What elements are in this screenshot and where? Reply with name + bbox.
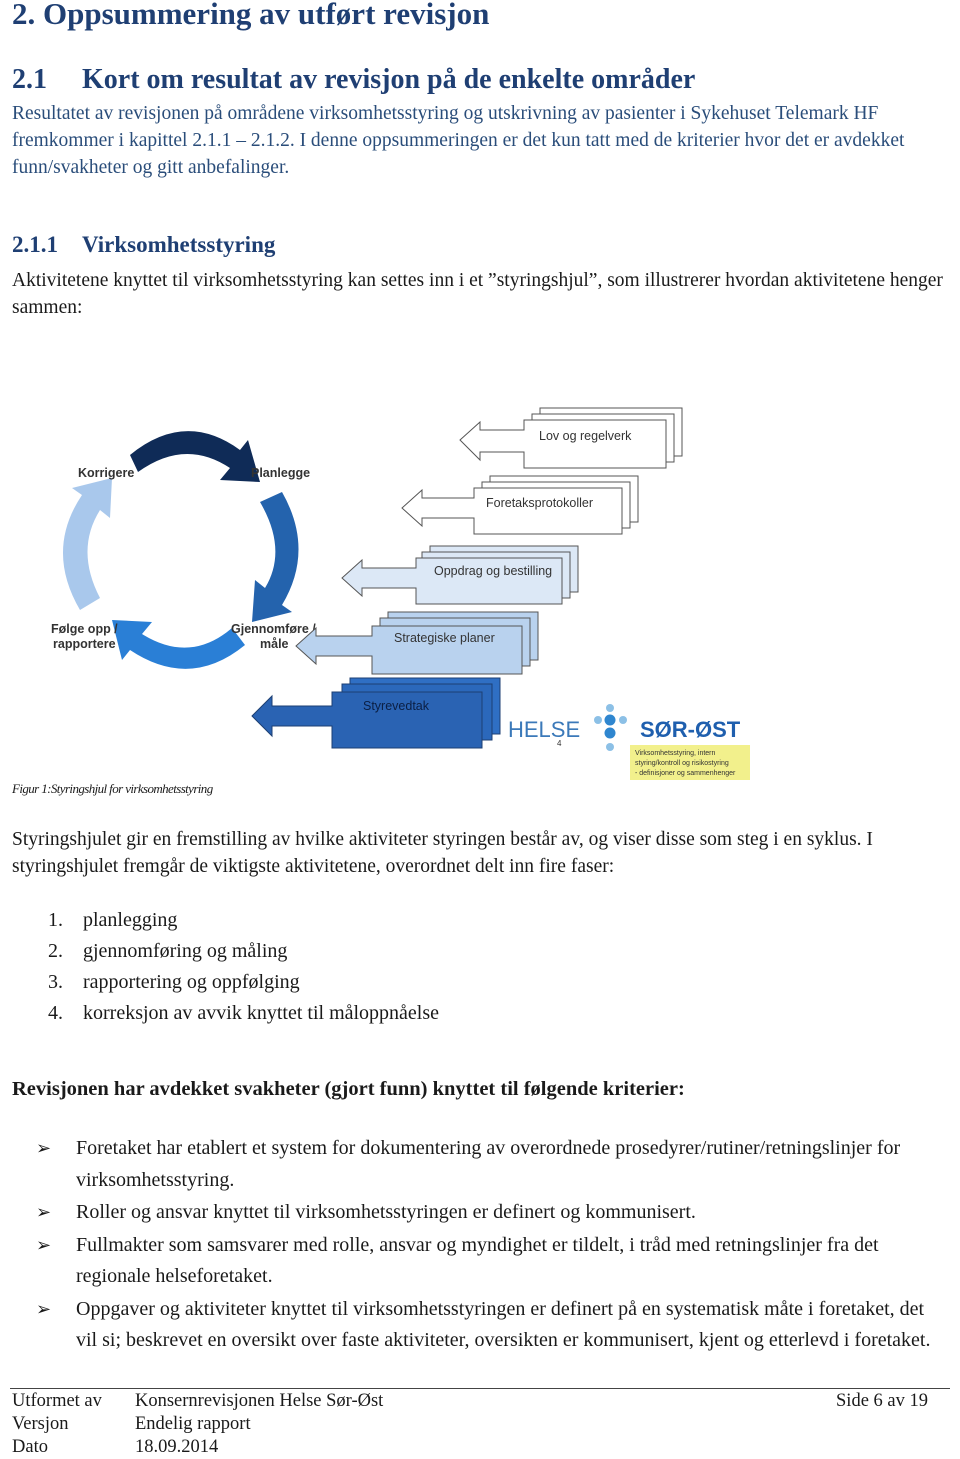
phase-list: 1.planlegging 2.gjennomføring og måling … <box>48 905 439 1029</box>
styringshjul-figure: Korrigere Planlegge Følge opp / rapporte… <box>20 400 760 790</box>
label-folge-opp-2: rapportere <box>53 637 116 651</box>
step-label: Styrevedtak <box>363 699 430 713</box>
section-title: Kort om resultat av revisjon på de enkel… <box>82 64 696 95</box>
step-lov-og-regelverk: Lov og regelverk <box>459 407 683 469</box>
wheel-paragraph: Styringshjulet gir en fremstilling av hv… <box>12 829 873 877</box>
note-box <box>630 745 750 780</box>
label-gjennomfore-2: måle <box>260 637 289 651</box>
logo-helse: HELSE <box>508 717 580 742</box>
footer-value: 18.09.2014 <box>135 1437 219 1457</box>
step-strategiske-planer: Strategiske planer <box>295 611 539 675</box>
item-text: planlegging <box>83 909 178 931</box>
item-text: korreksjon av avvik knyttet til måloppnå… <box>83 1002 440 1024</box>
footer-label: Utformet av <box>12 1391 102 1411</box>
list-item: 2. gjennomføring og måling <box>48 936 439 967</box>
item-number: 4. <box>48 1002 63 1024</box>
arrow-bullet-icon: ➢ <box>36 1138 52 1159</box>
list-item: 3. rapportering og oppfølging <box>48 967 439 998</box>
page-footer: Utformet av Konsernrevisjonen Helse Sør-… <box>12 1390 948 1459</box>
planlegge-arrow <box>130 431 260 482</box>
step-label: Lov og regelverk <box>539 429 632 443</box>
list-item: 1. planlegging <box>48 905 439 936</box>
styring-paragraph: Aktivitetene knyttet til virksomhetsstyr… <box>12 270 943 318</box>
step-label: Strategiske planer <box>394 631 495 645</box>
logo-dots-icon <box>594 704 627 751</box>
label-korrigere: Korrigere <box>78 466 134 480</box>
logo-sor-ost: SØR-ØST <box>640 717 741 742</box>
label-gjennomfore-1: Gjennomføre / <box>231 622 316 636</box>
footer-divider <box>10 1388 950 1389</box>
page-heading: 2. Oppsummering av utført revisjon <box>12 0 490 31</box>
item-number: 1. <box>48 909 63 931</box>
item-number: 3. <box>48 971 63 993</box>
logo-small-number: 4 <box>557 739 562 748</box>
list-item: 4. korreksjon av avvik knyttet til målopp… <box>48 998 439 1029</box>
note-line-1: Virksomhetsstyring, intern <box>635 750 716 757</box>
item-text: Fullmakter som samsvarer med rolle, ansv… <box>76 1233 879 1288</box>
korrigere-arrow <box>62 478 112 610</box>
note-line-2: styring/kontroll og risikostyring <box>635 760 729 767</box>
footer-row-versjon: Versjon Endelig rapport <box>12 1413 948 1436</box>
step-oppdrag-og-bestilling: Oppdrag og bestilling <box>341 545 579 605</box>
section-number: 2.1 <box>12 64 47 95</box>
note-line-3: - definisjoner og sammenhenger <box>635 770 736 777</box>
arrow-bullet-icon: ➢ <box>36 1234 52 1256</box>
item-text: Oppgaver og aktiviteter knyttet til virk… <box>76 1297 931 1352</box>
list-item: ➢ Foretaket har etablert et system for do… <box>36 1133 948 1196</box>
list-item: ➢ Roller og ansvar knyttet til virksomhet… <box>36 1197 948 1229</box>
gjennomfore-arrow <box>252 492 299 622</box>
subsection-heading: 2.1.1 Virksomhetsstyring <box>12 232 275 258</box>
label-planlegge: Planlegge <box>251 466 310 480</box>
item-number: 2. <box>48 940 63 962</box>
footer-row-dato: Dato 18.09.2014 <box>12 1436 948 1459</box>
label-folge-opp-1: Følge opp / <box>51 622 118 636</box>
footer-label: Dato <box>12 1437 48 1457</box>
section-heading: 2.1 Kort om resultat av revisjon på de en… <box>12 64 695 96</box>
item-text: gjennomføring og måling <box>83 940 288 962</box>
footer-value: Konsernrevisjonen Helse Sør-Øst <box>135 1391 384 1411</box>
styringshjul-diagram: Korrigere Planlegge Følge opp / rapporte… <box>51 407 750 780</box>
figure-caption: Figur 1:Styringshjul for virksomhetsstyr… <box>12 781 213 796</box>
footer-row-utformet: Utformet av Konsernrevisjonen Helse Sør-… <box>12 1390 948 1413</box>
footer-label: Versjon <box>12 1414 69 1434</box>
subsection-title: Virksomhetsstyring <box>82 232 276 257</box>
arrow-bullet-icon: ➢ <box>36 1298 52 1320</box>
item-text: Roller og ansvar knyttet til virksomhets… <box>76 1201 696 1223</box>
item-text: Foretaket har etablert et system for dok… <box>76 1137 901 1191</box>
arrow-bullet-icon: ➢ <box>36 1202 52 1223</box>
footer-value: Endelig rapport <box>135 1414 251 1434</box>
list-item: ➢ Fullmakter som samsvarer med rolle, ans… <box>36 1230 948 1293</box>
findings-list: ➢ Foretaket har etablert et system for do… <box>36 1133 948 1358</box>
folge-opp-arrow <box>112 620 245 669</box>
step-styrevedtak: Styrevedtak <box>251 677 501 749</box>
step-label: Foretaksprotokoller <box>486 496 593 510</box>
findings-heading: Revisjonen har avdekket svakheter (gjort… <box>12 1078 685 1100</box>
subsection-number: 2.1.1 <box>12 232 58 257</box>
step-label: Oppdrag og bestilling <box>434 564 552 578</box>
step-foretaksprotokoller: Foretaksprotokoller <box>401 475 639 535</box>
intro-paragraph: Resultatet av revisjonen på områdene vir… <box>12 103 905 178</box>
item-text: rapportering og oppfølging <box>83 971 300 993</box>
list-item: ➢ Oppgaver og aktiviteter knyttet til vir… <box>36 1294 948 1357</box>
page-number: Side 6 av 19 <box>836 1391 928 1411</box>
